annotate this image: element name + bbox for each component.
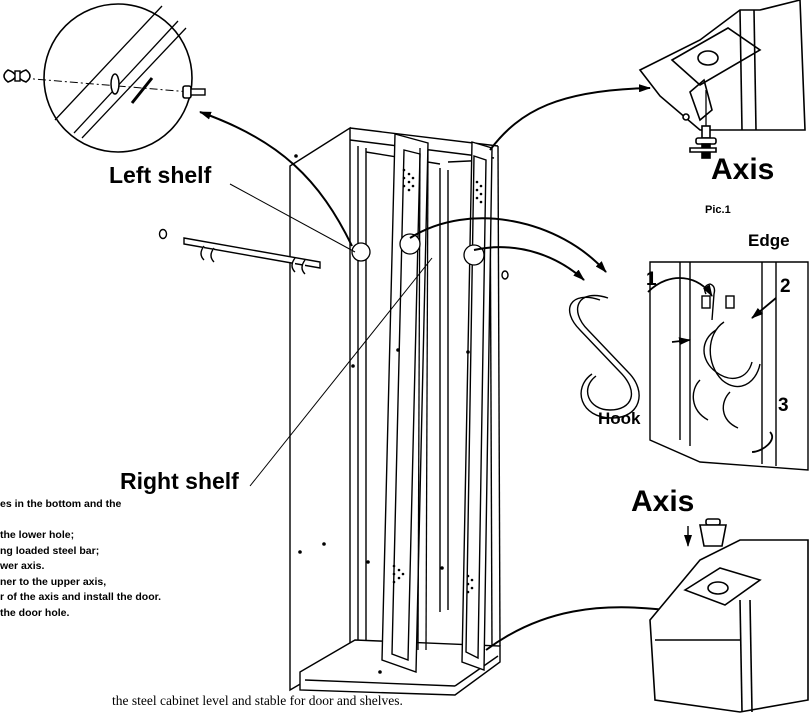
lower-hinge-detail [649,539,809,713]
lower-axis-pin-icon [684,518,727,547]
instructions-text: es in the bottom and the the lower hole;… [0,497,161,621]
hook-label: Hook [598,409,641,428]
instruction-line: es in the bottom and the [0,498,122,510]
left-shelf-label: Left shelf [109,162,212,188]
step-1-label: 1 [646,269,657,290]
edge-label: Edge [748,231,790,250]
axis-top-label: Axis [711,153,775,186]
s-hook-icon [569,294,761,429]
bolt-icon [182,85,206,99]
instruction-line: the door hole. [0,606,70,619]
edge-hook-detail [649,261,809,471]
instruction-line: wer axis. [0,560,45,572]
instruction-line: ner to the upper axis, [0,575,107,588]
step-2-label: 2 [780,276,791,297]
step-arrows [647,277,777,453]
axis-pin-icon [689,90,717,159]
upper-hinge-detail [638,0,806,131]
steel-bar [158,228,509,280]
mounting-holes [294,154,470,674]
instruction-line: ng loaded steel bar; [0,544,100,557]
footer-text: the steel cabinet level and stable for d… [112,693,403,708]
instruction-line: the lower hole; [0,529,75,541]
instruction-line [0,513,161,529]
right-shelf-label: Right shelf [120,468,239,494]
axis-bottom-label: Axis [631,485,695,518]
step-3-label: 3 [778,395,789,416]
pic1-label: Pic.1 [705,204,731,216]
left-door [381,133,429,673]
vent-perforations [392,168,483,594]
leader-lines [229,183,433,487]
curved-arrows [199,84,681,651]
bolt-detail-view [21,3,193,153]
right-door [461,141,493,671]
instruction-line: r of the axis and install the door. [0,591,162,603]
wing-nut-icon [3,69,31,83]
